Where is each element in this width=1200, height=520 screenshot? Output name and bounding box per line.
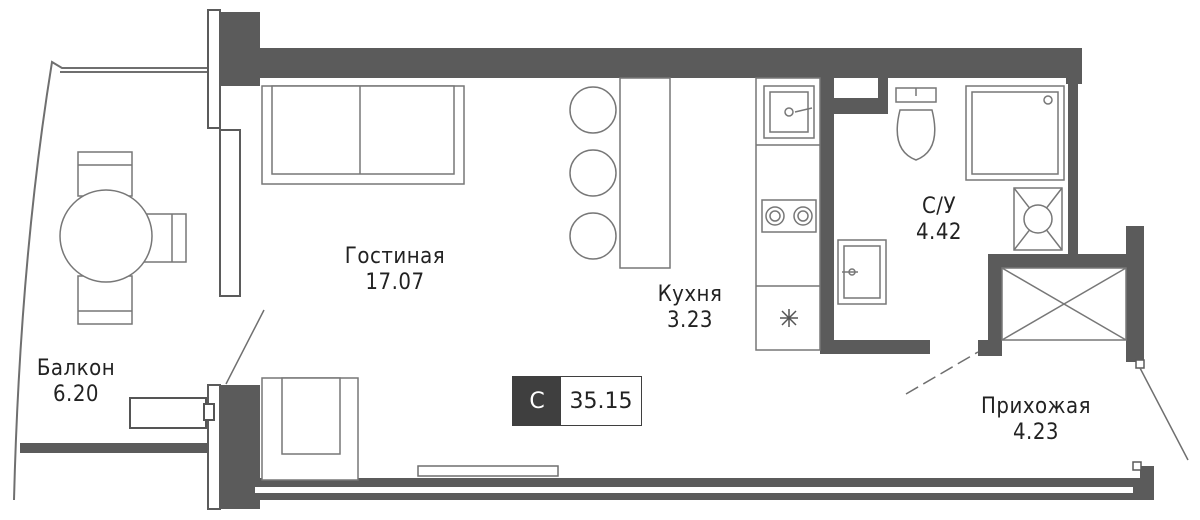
room-name: Гостиная	[344, 244, 446, 269]
room-label-balcony: Балкон 6.20	[26, 356, 126, 409]
bar-counter	[569, 77, 671, 269]
apartment-total-area: 35.15	[561, 377, 641, 425]
apartment-type: С	[513, 377, 561, 425]
shower	[965, 85, 1065, 181]
balcony-bench	[129, 397, 215, 429]
walls	[218, 12, 1154, 509]
room-label-living: Гостиная 17.07	[330, 244, 460, 297]
balcony-railing	[20, 443, 212, 453]
door-swings	[225, 309, 1189, 461]
apartment-badge: С 35.15	[512, 376, 642, 426]
room-label-kitchen: Кухня 3.23	[640, 282, 740, 335]
room-name: Прихожая	[981, 394, 1091, 419]
fridge-icon	[780, 309, 798, 327]
tv-cabinet	[417, 465, 559, 477]
armchair	[261, 377, 359, 481]
bathroom-sink	[837, 239, 887, 305]
kitchen-unit	[755, 77, 821, 351]
room-name: С/У	[921, 194, 957, 219]
balcony-outline	[13, 60, 212, 501]
sofa	[261, 85, 465, 185]
room-area: 17.07	[365, 270, 425, 296]
room-label-bathroom: С/У 4.42	[894, 194, 984, 247]
balcony-table-set	[59, 151, 187, 325]
room-area: 4.23	[1012, 420, 1060, 446]
windows	[207, 9, 1135, 510]
toilet	[895, 87, 937, 161]
room-area: 4.42	[915, 220, 963, 246]
boiler	[1013, 187, 1063, 251]
wardrobe	[1001, 267, 1127, 341]
room-area: 3.23	[666, 308, 714, 334]
room-label-hallway: Прихожая 4.23	[976, 394, 1096, 447]
room-name: Кухня	[657, 282, 723, 307]
room-area: 6.20	[52, 382, 100, 408]
room-name: Балкон	[36, 356, 116, 381]
